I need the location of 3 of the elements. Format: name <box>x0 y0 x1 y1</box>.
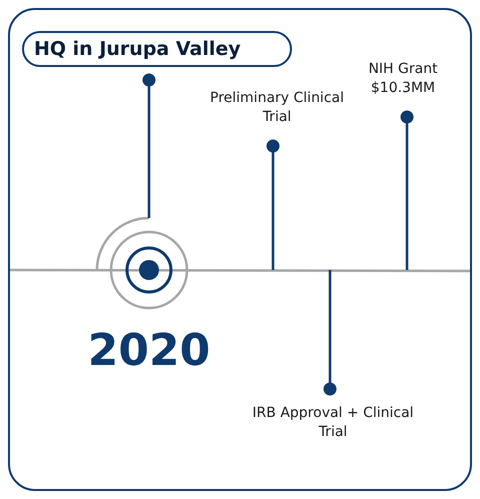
milestone-pill: HQ in Jurupa Valley <box>22 31 292 67</box>
milestone-label: IRB Approval + Clinical Trial <box>248 404 418 442</box>
year-label: 2020 <box>86 325 212 376</box>
